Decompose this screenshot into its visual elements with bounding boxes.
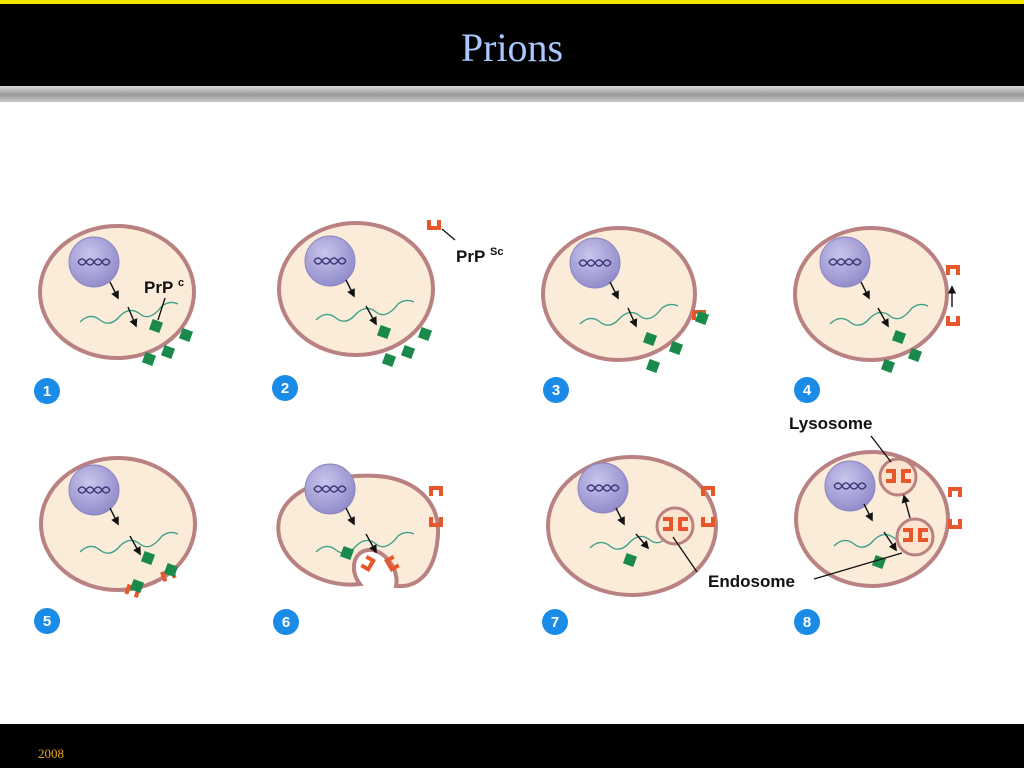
prpsc-protein-icon — [701, 517, 715, 527]
step-badge-3: 3 — [543, 377, 569, 403]
step-number: 6 — [282, 614, 290, 631]
prpc-protein-icon — [160, 344, 176, 360]
step-badge-2: 2 — [272, 375, 298, 401]
prpsc-protein-icon — [360, 554, 376, 573]
prpsc-protein-icon — [663, 517, 673, 531]
arrow-icon — [627, 307, 638, 328]
prpsc-protein-icon — [427, 220, 441, 230]
prpsc-protein-icon — [384, 554, 400, 573]
prpc-label-sup: c — [178, 277, 184, 289]
prpsc-protein-icon — [948, 487, 962, 497]
step-number: 8 — [803, 614, 811, 631]
slide-title: Prions — [460, 25, 564, 70]
arrow-icon — [860, 281, 870, 300]
prpc-label: PrP — [144, 278, 173, 297]
step-badge-8: 8 — [794, 609, 820, 635]
cell-membrane — [541, 226, 697, 362]
prpc-protein-icon — [891, 329, 907, 345]
prpsc-protein-icon — [903, 528, 913, 542]
prpc-protein-icon — [642, 331, 658, 347]
prpsc-label-sup: Sc — [490, 246, 503, 258]
prpc-protein-icon — [339, 545, 355, 561]
step-number: 7 — [551, 614, 559, 631]
prpsc-protein-icon — [429, 486, 443, 496]
endosome-label: Endosome — [708, 572, 795, 591]
arrow-icon — [127, 306, 138, 328]
endosome-vesicle — [655, 506, 695, 546]
slide-footer: 2008 — [0, 724, 1024, 768]
arrow-icon — [345, 279, 355, 298]
prpc-protein-icon — [376, 324, 392, 340]
slide-header: Prions — [0, 0, 1024, 86]
prpsc-protein-icon — [901, 469, 911, 483]
arrow-icon — [109, 507, 119, 526]
arrow-icon — [129, 535, 141, 556]
prpc-protein-icon — [148, 318, 164, 334]
step-badge-4: 4 — [794, 377, 820, 403]
arrow-icon — [365, 305, 377, 326]
step-badge-5: 5 — [34, 608, 60, 634]
mrna-strand — [315, 299, 415, 322]
cell-membrane — [276, 473, 441, 589]
arrow-icon — [877, 307, 889, 328]
label-prpc: PrP c — [144, 277, 184, 321]
step-badge-7: 7 — [542, 609, 568, 635]
mrna-strand — [315, 531, 415, 554]
endosome-vesicle — [895, 517, 935, 557]
prpsc-protein-icon — [678, 517, 688, 531]
prpc-protein-icon — [140, 550, 156, 566]
prpc-protein-icon — [417, 326, 433, 342]
step-badge-1: 1 — [34, 378, 60, 404]
prpsc-protein-icon — [429, 517, 443, 527]
arrow-icon — [863, 503, 873, 522]
prpsc-protein-icon — [701, 486, 715, 496]
step-badge-6: 6 — [273, 609, 299, 635]
prpc-protein-icon — [694, 310, 710, 326]
lysosome-vesicle — [878, 457, 918, 497]
cell-membrane — [277, 221, 435, 357]
prpsc-protein-icon — [946, 265, 960, 275]
prion-diagram: PrP c PrP Sc Lysosome Endosome 1 2 3 4 5… — [34, 220, 962, 635]
prpc-protein-icon — [907, 347, 923, 363]
step-number: 2 — [281, 380, 289, 397]
cell-membrane — [793, 226, 949, 362]
prpsc-label: PrP — [456, 247, 485, 266]
prpsc-protein-icon — [918, 528, 928, 542]
label-prpsc: PrP Sc — [441, 228, 503, 266]
lysosome-label: Lysosome — [789, 414, 872, 433]
arrow-icon — [609, 281, 619, 300]
prpc-protein-icon — [129, 578, 145, 594]
prpsc-protein-icon — [948, 519, 962, 529]
prpc-protein-icon — [400, 344, 416, 360]
step-number: 5 — [43, 613, 51, 630]
arrow-icon — [109, 281, 119, 300]
prpc-protein-icon — [178, 327, 194, 343]
label-endosome: Endosome — [672, 536, 903, 591]
prpc-protein-icon — [622, 552, 638, 568]
footer-year: 2008 — [38, 746, 64, 761]
prpc-protein-icon — [668, 340, 684, 356]
prpc-protein-icon — [163, 562, 179, 578]
step-number: 3 — [552, 382, 560, 399]
arrow-icon — [883, 531, 897, 552]
arrow-icon — [365, 533, 377, 554]
arrow-icon — [615, 507, 625, 526]
prpsc-protein-icon — [886, 469, 896, 483]
prpc-protein-icon — [645, 358, 661, 374]
mrna-strand — [79, 531, 179, 554]
label-lysosome: Lysosome — [789, 414, 892, 463]
prpc-protein-icon — [141, 351, 157, 367]
arrow-icon — [635, 533, 650, 550]
arrow-icon — [901, 494, 911, 519]
prpc-protein-icon — [880, 358, 896, 374]
arrow-icon — [345, 507, 355, 526]
header-divider — [0, 86, 1024, 102]
step-number: 1 — [43, 383, 51, 400]
prpsc-protein-icon — [946, 316, 960, 326]
prpc-protein-icon — [381, 352, 397, 368]
step-number: 4 — [803, 382, 812, 399]
